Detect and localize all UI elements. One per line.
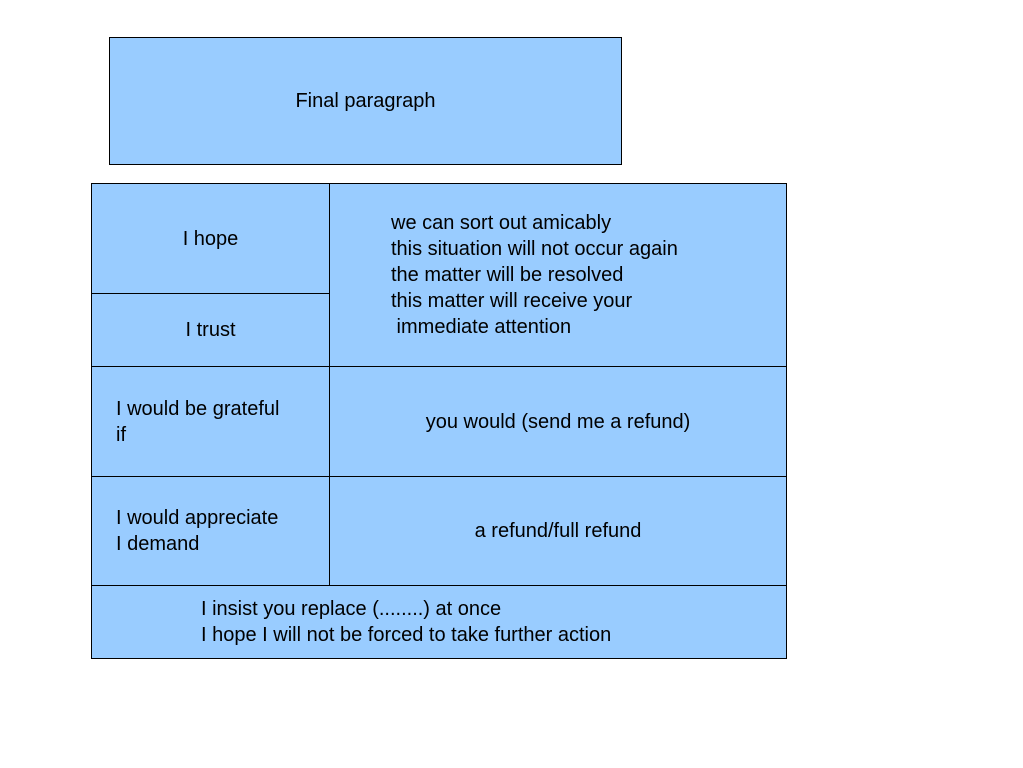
final-paragraph-title-box: Final paragraph bbox=[109, 37, 622, 165]
appreciate-text-group: I would appreciate I demand bbox=[116, 505, 278, 557]
cell-i-hope: I hope bbox=[91, 183, 330, 294]
appreciate-ending-text: a refund/full refund bbox=[474, 520, 642, 542]
ending-line: this situation will not occur again bbox=[391, 238, 678, 260]
i-trust-text: I trust bbox=[185, 319, 236, 341]
ending-line: immediate attention bbox=[391, 316, 572, 338]
grateful-line: I would be grateful bbox=[116, 397, 280, 420]
grateful-text-group: I would be grateful if bbox=[116, 396, 279, 448]
cell-i-would-be-grateful: I would be grateful if bbox=[91, 366, 330, 477]
title-text: Final paragraph bbox=[295, 90, 436, 112]
cell-appreciate-ending: a refund/full refund bbox=[329, 476, 787, 586]
appreciate-line: I would appreciate bbox=[116, 507, 279, 529]
grateful-ending-text: you would (send me a refund) bbox=[425, 410, 691, 433]
cell-i-trust: I trust bbox=[91, 293, 330, 367]
closing-text-group: I insist you replace (........) at once … bbox=[201, 596, 611, 648]
hope-trust-endings-list: we can sort out amicably this situation … bbox=[391, 210, 678, 340]
cell-i-would-appreciate: I would appreciate I demand bbox=[91, 476, 330, 586]
i-hope-text: I hope bbox=[182, 227, 239, 250]
ending-line: this matter will receive your bbox=[391, 290, 633, 312]
cell-closing: I insist you replace (........) at once … bbox=[91, 585, 787, 659]
grateful-line: if bbox=[116, 423, 126, 446]
ending-line: the matter will be resolved bbox=[391, 264, 624, 286]
cell-grateful-ending: you would (send me a refund) bbox=[329, 366, 787, 477]
closing-line: I hope I will not be forced to take furt… bbox=[201, 624, 612, 646]
closing-line: I insist you replace (........) at once bbox=[201, 598, 502, 620]
cell-hope-trust-endings: we can sort out amicably this situation … bbox=[329, 183, 787, 367]
ending-line: we can sort out amicably bbox=[391, 212, 612, 234]
appreciate-line: I demand bbox=[116, 533, 200, 555]
